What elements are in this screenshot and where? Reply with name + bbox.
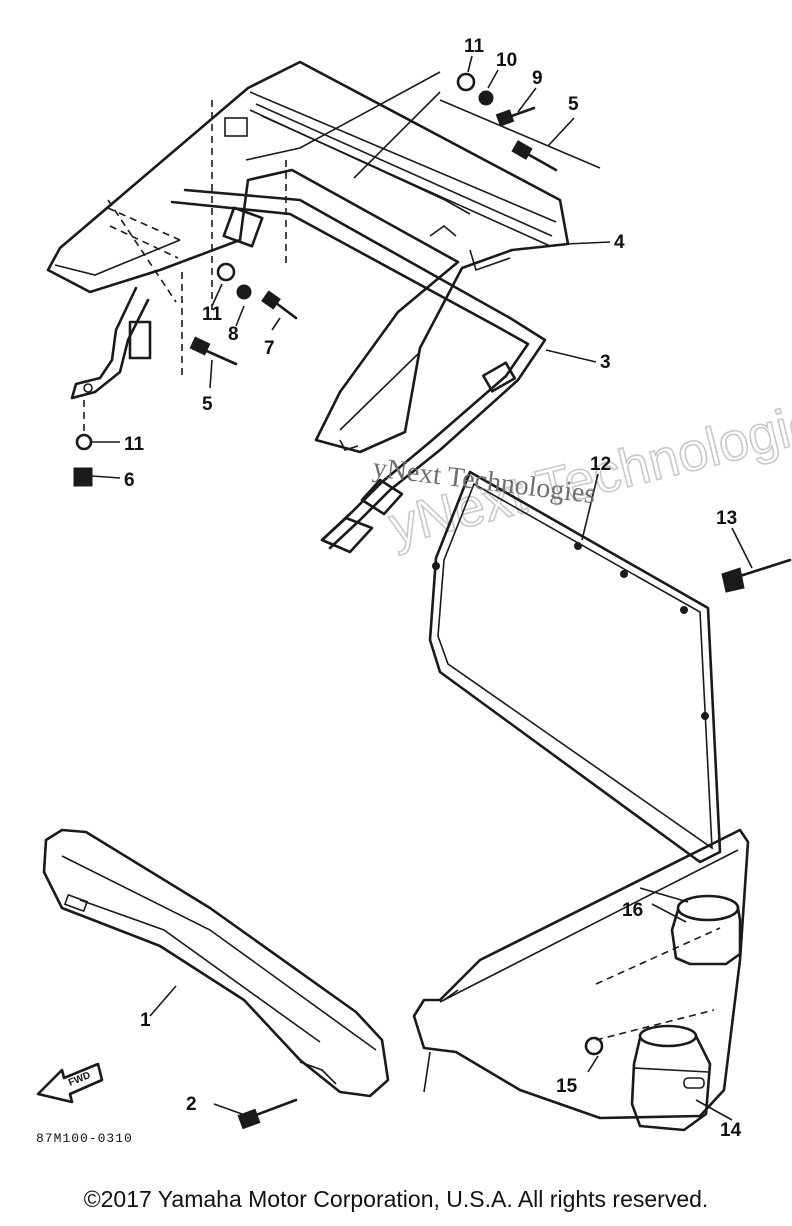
part-16-cap <box>639 887 742 966</box>
callout-8: 8 <box>228 324 239 345</box>
part-14-boot <box>630 1024 712 1132</box>
part-3-frame-bracket <box>70 71 601 554</box>
callout-9: 9 <box>532 68 543 89</box>
callout-labels: 1 2 3 4 5 5 6 7 8 9 10 11 11 11 12 13 14… <box>124 36 742 1141</box>
callout-6: 6 <box>124 470 135 491</box>
fwd-arrow-icon: FWD <box>36 1062 104 1104</box>
frame-section <box>412 828 750 1120</box>
callout-3: 3 <box>600 352 611 373</box>
part-4-rear-carrier <box>46 60 570 454</box>
hardware-group <box>73 72 558 487</box>
callout-2: 2 <box>186 1094 197 1115</box>
callout-16: 16 <box>622 900 643 921</box>
callout-15: 15 <box>556 1076 578 1097</box>
copyright-footer: ©2017 Yamaha Motor Corporation, U.S.A. A… <box>83 1186 709 1212</box>
callout-1: 1 <box>140 1010 151 1031</box>
part-12-plate-bracket <box>428 470 722 864</box>
callout-5-upper: 5 <box>568 94 579 115</box>
diagram-code: 87M100-0310 <box>36 1131 133 1146</box>
callout-11-top: 11 <box>464 36 485 57</box>
part-1-bumper <box>42 828 390 1098</box>
callout-7: 7 <box>264 338 275 359</box>
callout-14: 14 <box>720 1120 742 1141</box>
callout-12: 12 <box>590 454 611 475</box>
callout-10: 10 <box>496 50 517 71</box>
part-15-grommet <box>584 1036 604 1073</box>
part-2-bolt <box>237 1098 298 1130</box>
part-13-screw <box>721 558 792 593</box>
callout-11-low: 11 <box>124 434 145 455</box>
callout-5-lower: 5 <box>202 394 213 415</box>
callout-4: 4 <box>614 232 625 253</box>
callout-13: 13 <box>716 508 737 529</box>
leader-lines <box>91 55 753 1121</box>
callout-11-mid: 11 <box>202 304 223 325</box>
